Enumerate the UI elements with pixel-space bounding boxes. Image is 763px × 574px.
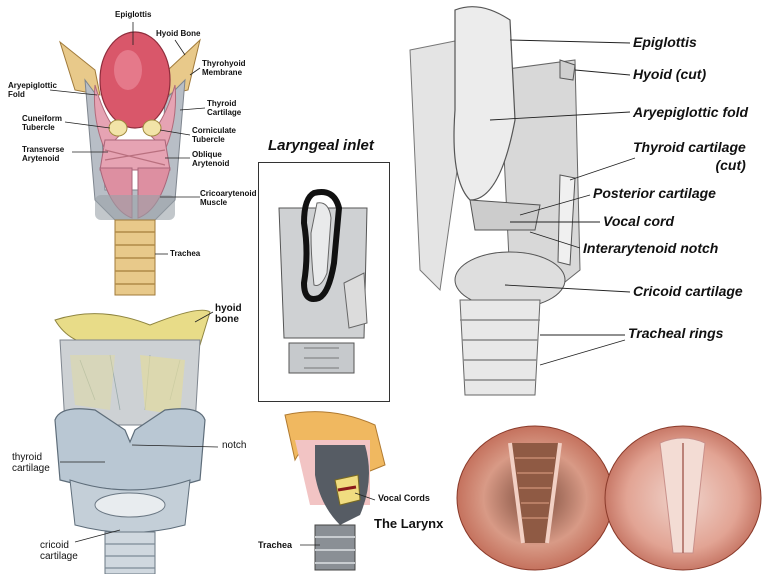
label-epiglottis-right: Epiglottis	[633, 34, 697, 50]
posterior-view-illustration: Epiglottis Hyoid (cut) Aryepiglottic fol…	[400, 0, 763, 405]
label-cricoarytenoid-muscle: Cricoarytenoid Muscle	[200, 190, 256, 208]
label-trachea-schematic: Trachea	[258, 541, 292, 551]
label-tracheal-rings: Tracheal rings	[628, 325, 723, 341]
label-thyroid-cartilage-anterior: thyroid cartilage	[12, 452, 50, 474]
label-posterior-cartilage: Posterior cartilage	[593, 185, 716, 201]
label-hyoid-cut: Hyoid (cut)	[633, 66, 706, 82]
label-transverse-arytenoid: Transverse Arytenoid	[22, 146, 64, 164]
label-interarytenoid-notch: Interarytenoid notch	[583, 240, 718, 256]
label-hyoid-bone-anterior: hyoid bone	[215, 303, 242, 325]
label-trachea-top: Trachea	[170, 250, 200, 259]
label-thyroid-cartilage: Thyroid Cartilage	[207, 100, 241, 118]
label-vocal-cords: Vocal Cords	[378, 494, 430, 504]
label-the-larynx: The Larynx	[374, 517, 443, 531]
posterior-view-drawing	[400, 0, 763, 405]
label-aryepiglottic-fold-right: Aryepiglottic fold	[633, 104, 748, 120]
label-hyoid-bone: Hyoid Bone	[156, 30, 200, 39]
label-epiglottis: Epiglottis	[115, 11, 151, 20]
label-vocal-cord: Vocal cord	[603, 213, 674, 229]
laryngeal-inlet-title: Laryngeal inlet	[268, 137, 374, 154]
label-cuneiform-tubercle: Cuneiform Tubercle	[22, 115, 62, 133]
label-thyroid-cartilage-cut: Thyroid cartilage (cut)	[633, 139, 746, 174]
laryngeal-inlet-figure	[258, 162, 390, 402]
anterior-larynx-drawing	[0, 300, 260, 574]
label-cricoid-cartilage-right: Cricoid cartilage	[633, 283, 743, 299]
larynx-schematic: Vocal Cords The Larynx Trachea	[250, 405, 460, 574]
endoscopic-photos	[455, 418, 763, 574]
laryngeal-inlet-drawing	[259, 163, 390, 402]
label-thyrohyoid-membrane: Thyrohyoid Membrane	[202, 60, 246, 78]
posterior-larynx-illustration: Epiglottis Hyoid Bone Thyrohyoid Membran…	[0, 0, 260, 300]
label-corniculate-tubercle: Corniculate Tubercle	[192, 127, 236, 145]
label-aryepiglottic-fold: Aryepiglottic Fold	[8, 82, 57, 100]
label-oblique-arytenoid: Oblique Arytenoid	[192, 151, 229, 169]
label-notch: notch	[222, 440, 246, 451]
anterior-larynx-illustration: hyoid bone notch thyroid cartilage crico…	[0, 300, 260, 574]
endoscopic-photos-drawing	[455, 418, 763, 574]
label-cricoid-cartilage-anterior: cricoid cartilage	[40, 540, 78, 562]
